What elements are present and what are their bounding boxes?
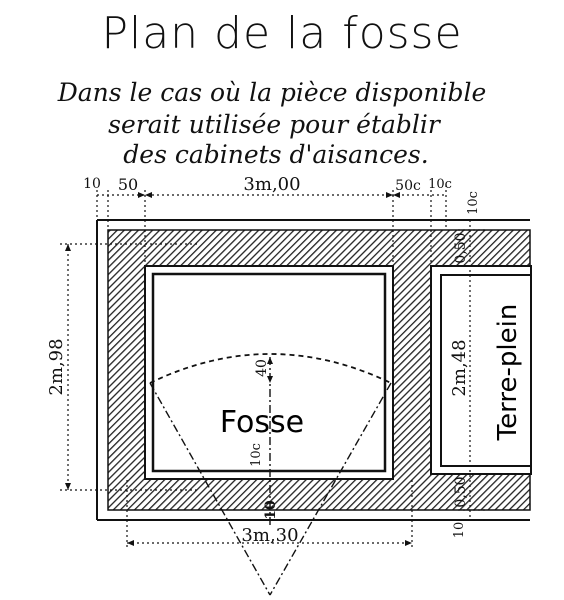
diagram-title: Plan de la fosse (101, 8, 463, 59)
dim-arch-rise: 40 (254, 359, 270, 377)
dim-terre-plein-depth: 2m,48 (449, 339, 470, 396)
dim-fosse-depth: 2m,98 (46, 338, 67, 395)
dim-bottom-margin: 10 (452, 522, 467, 539)
dim-right-margin: 10c (428, 177, 452, 192)
dim-right-wall: 50c (395, 178, 421, 194)
subtitle-line-1: Dans le cas où la pièce disponible (57, 78, 487, 107)
terre-plein-chamber-inner (440, 274, 532, 467)
dim-bottom-wall-thickness: 0,50 (453, 476, 469, 507)
terre-plein-chamber-outer (430, 265, 532, 475)
dim-fosse-width: 3m,00 (243, 174, 300, 195)
dimension-arrows (65, 192, 412, 546)
dim-right-top-margin: 10c (466, 191, 481, 215)
subtitle-line-2: serait utilisée pour établir (108, 110, 440, 139)
dim-overall-width: 3m,30 (241, 525, 298, 546)
dim-top-wall-thickness: 0,50 (453, 232, 469, 263)
fosse-label: Fosse (220, 405, 304, 440)
terre-plein-label: Terre-plein (493, 304, 523, 442)
dim-top-left-margin: 10 (83, 176, 101, 192)
dim-top-left-wall: 50 (118, 175, 138, 194)
vault-radius-lines (149, 357, 392, 596)
dim-floor-offset: 10c (249, 443, 264, 467)
dim-center-mark: 10 (263, 500, 279, 520)
outer-outline (96, 219, 530, 521)
fosse-chamber-inner (151, 272, 387, 473)
subtitle-line-3: des cabinets d'aisances. (123, 140, 429, 169)
vault-arch (149, 353, 392, 384)
